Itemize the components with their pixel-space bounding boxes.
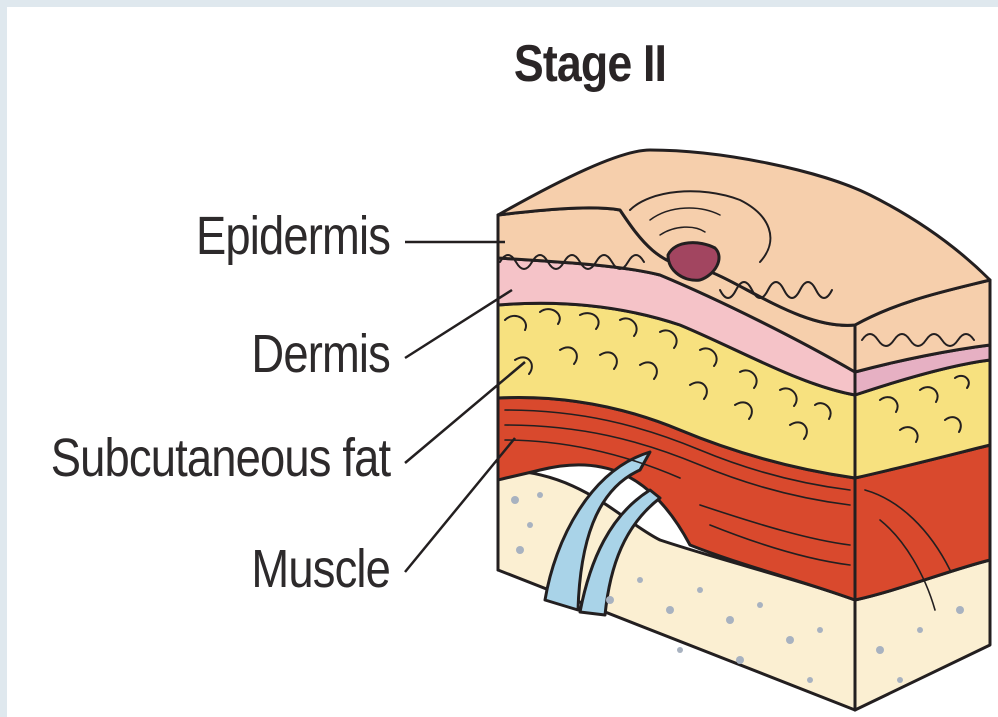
leader-dermis <box>405 290 512 358</box>
